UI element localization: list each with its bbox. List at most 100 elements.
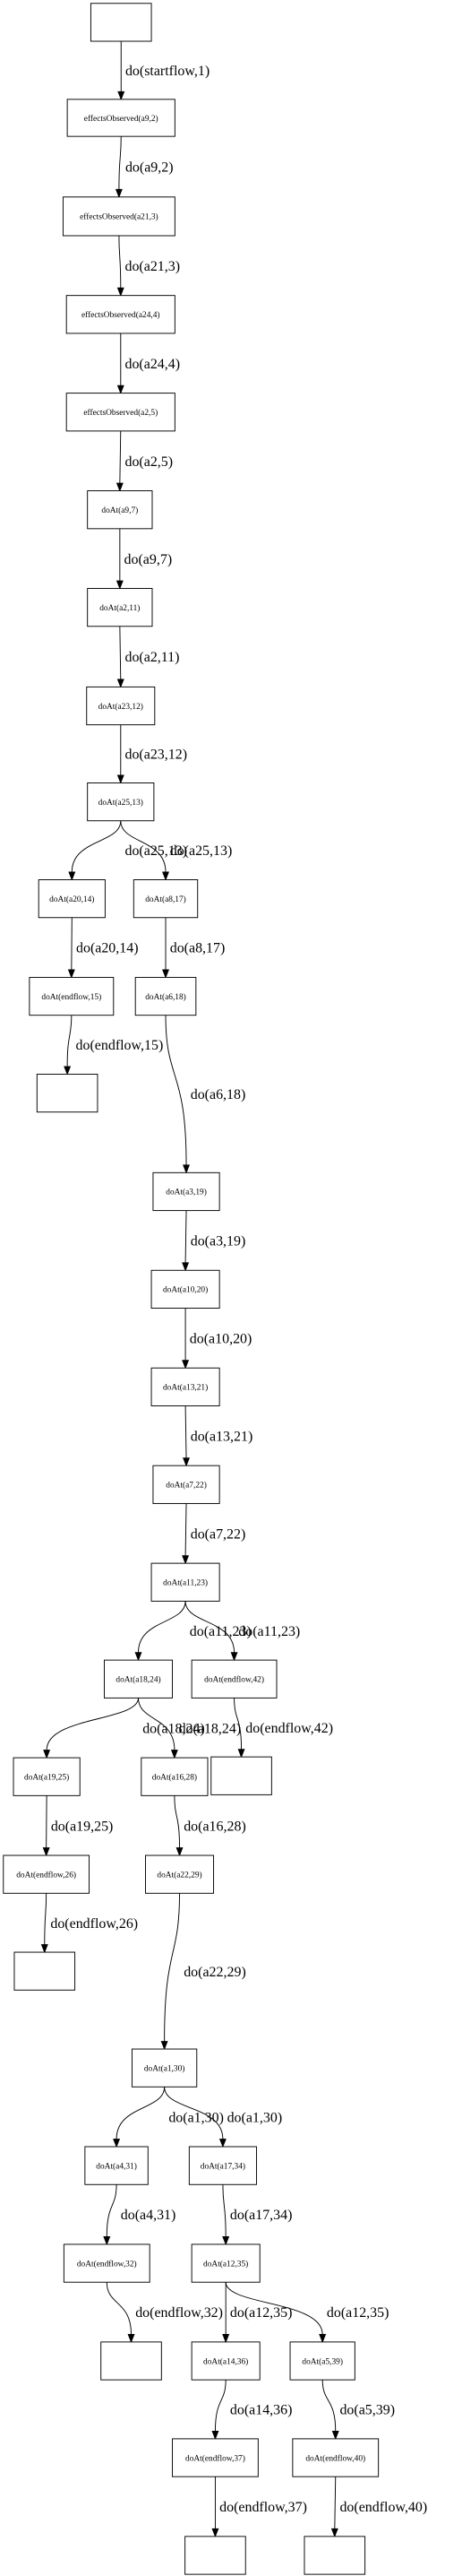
- arrowhead: [211, 2430, 219, 2441]
- edge-n5-to-n6: do(a9,7): [116, 528, 172, 590]
- edge-label: do(startflow,1): [125, 64, 210, 79]
- edge-line: [184, 1601, 235, 1653]
- edge-label: do(a4,31): [121, 2208, 176, 2223]
- edge-label: do(a5,39): [339, 2403, 395, 2418]
- arrowhead: [160, 2041, 168, 2051]
- arrowhead: [117, 91, 125, 101]
- node-box: [36, 1073, 98, 1113]
- edge-line: [184, 1210, 187, 1263]
- empty-state-node: [90, 3, 152, 42]
- node-box: [133, 879, 199, 919]
- node-box: [150, 1367, 220, 1406]
- node-label: doAt(a5,39): [302, 2356, 343, 2366]
- state-node: doAt(endflow,37): [172, 2438, 259, 2477]
- node-box: [152, 1171, 220, 1212]
- node-box: [90, 3, 152, 42]
- arrowhead: [113, 2139, 121, 2148]
- arrowhead: [127, 2333, 135, 2344]
- edge-label: do(a16,28): [184, 1819, 246, 1834]
- edge-line: [225, 2282, 323, 2335]
- edge-label: do(a20,14): [76, 941, 139, 956]
- node-label: doAt(a14,36): [203, 2356, 248, 2366]
- edge-n29-to-n31: do(a14,36): [211, 2380, 292, 2441]
- node-label: doAt(a6,18): [145, 992, 186, 1002]
- edge-label: do(endflow,32): [135, 2305, 223, 2321]
- node-label: doAt(a13,21): [163, 1383, 208, 1393]
- state-node: doAt(a18,24): [103, 1659, 174, 1699]
- state-node: doAt(a4,31): [84, 2146, 149, 2185]
- state-node: doAt(a23,12): [86, 686, 156, 726]
- edge-n8-to-n10: do(a25,13): [120, 820, 233, 881]
- state-node: effectsObserved(a2,5): [65, 393, 175, 432]
- node-label: doAt(a18,24): [116, 1675, 160, 1685]
- arrowhead: [115, 188, 123, 199]
- node-label: doAt(a12,35): [203, 2259, 248, 2269]
- node-box: [38, 879, 106, 919]
- edge-label: do(a10,20): [190, 1332, 252, 1347]
- edge-n23-to-n24: do(a22,29): [160, 1893, 246, 2051]
- node-box: [292, 2438, 380, 2477]
- node-box: [84, 2146, 149, 2185]
- node-label: doAt(a20,14): [49, 895, 94, 904]
- edge-line: [234, 1698, 243, 1750]
- edge-label: do(a12,35): [327, 2305, 389, 2321]
- edge-label: do(a18,24): [179, 1721, 242, 1736]
- edge-n11-to-end1: do(endflow,15): [64, 1015, 163, 1076]
- edge-label: do(a1,30): [168, 2110, 224, 2125]
- state-node: doAt(a16,28): [141, 1757, 209, 1796]
- arrowhead: [116, 679, 124, 688]
- arrowhead: [319, 2333, 327, 2344]
- edge-line: [118, 235, 122, 289]
- edge-n6-to-n7: do(a2,11): [116, 626, 179, 688]
- node-label: doAt(a8,17): [145, 895, 186, 904]
- edge-n32-to-end6: do(endflow,40): [330, 2477, 427, 2538]
- state-node: doAt(a12,35): [191, 2243, 261, 2283]
- edge-label: do(endflow,26): [50, 1916, 138, 1932]
- edge-label: do(a23,12): [124, 748, 187, 763]
- edge-label: do(a25,13): [170, 843, 233, 859]
- node-label: doAt(endflow,32): [77, 2259, 137, 2269]
- state-node: doAt(endflow,26): [3, 1854, 90, 1894]
- edge-line: [44, 1893, 47, 1945]
- edge-line: [164, 1893, 180, 2042]
- empty-state-node: [13, 1951, 76, 1991]
- empty-state-node: [36, 1073, 98, 1113]
- edge-n21-to-n23: do(a16,28): [174, 1795, 246, 1857]
- edge-n12-to-n13: do(a6,18): [165, 1015, 246, 1174]
- edge-label: do(a2,5): [124, 454, 173, 470]
- arrowhead: [230, 1652, 238, 1662]
- arrowhead: [116, 385, 124, 394]
- arrowhead: [182, 1262, 190, 1272]
- edge-label: do(a22,29): [184, 1965, 246, 1980]
- state-node: doAt(a22,29): [145, 1854, 215, 1894]
- edge-label: do(a6,18): [191, 1087, 246, 1102]
- node-box: [63, 2243, 150, 2283]
- edge-line: [214, 2380, 227, 2432]
- edge-line: [71, 820, 122, 873]
- arrowhead: [330, 2528, 338, 2538]
- state-node: effectsObserved(a9,2): [66, 99, 175, 137]
- node-label: effectsObserved(a2,5): [83, 408, 158, 418]
- edge-line: [120, 820, 167, 873]
- edge-label: do(a2,11): [124, 650, 179, 665]
- node-box: [145, 1854, 215, 1894]
- state-node: doAt(a9,7): [87, 490, 153, 530]
- edge-label: do(endflow,37): [219, 2500, 307, 2515]
- edge-line: [106, 2282, 132, 2335]
- arrowhead: [42, 1847, 50, 1857]
- edge-label: do(a7,22): [191, 1526, 246, 1542]
- edge-n28-to-n30: do(a12,35): [225, 2282, 389, 2344]
- edge-line: [334, 2477, 337, 2529]
- edge-line: [138, 1601, 186, 1653]
- arrowhead: [134, 1652, 142, 1662]
- arrowhead: [116, 482, 124, 492]
- arrowhead: [222, 2333, 230, 2344]
- edge-label: do(a12,35): [230, 2305, 293, 2321]
- edge-n13-to-n14: do(a3,19): [182, 1210, 245, 1272]
- state-node: doAt(endflow,32): [63, 2243, 150, 2283]
- node-label: doAt(endflow,15): [41, 992, 101, 1002]
- node-box: [150, 1562, 220, 1602]
- edge-start-to-n1: do(startflow,1): [117, 41, 210, 101]
- node-box: [87, 782, 155, 822]
- edge-n4-to-n5: do(a2,5): [116, 430, 173, 492]
